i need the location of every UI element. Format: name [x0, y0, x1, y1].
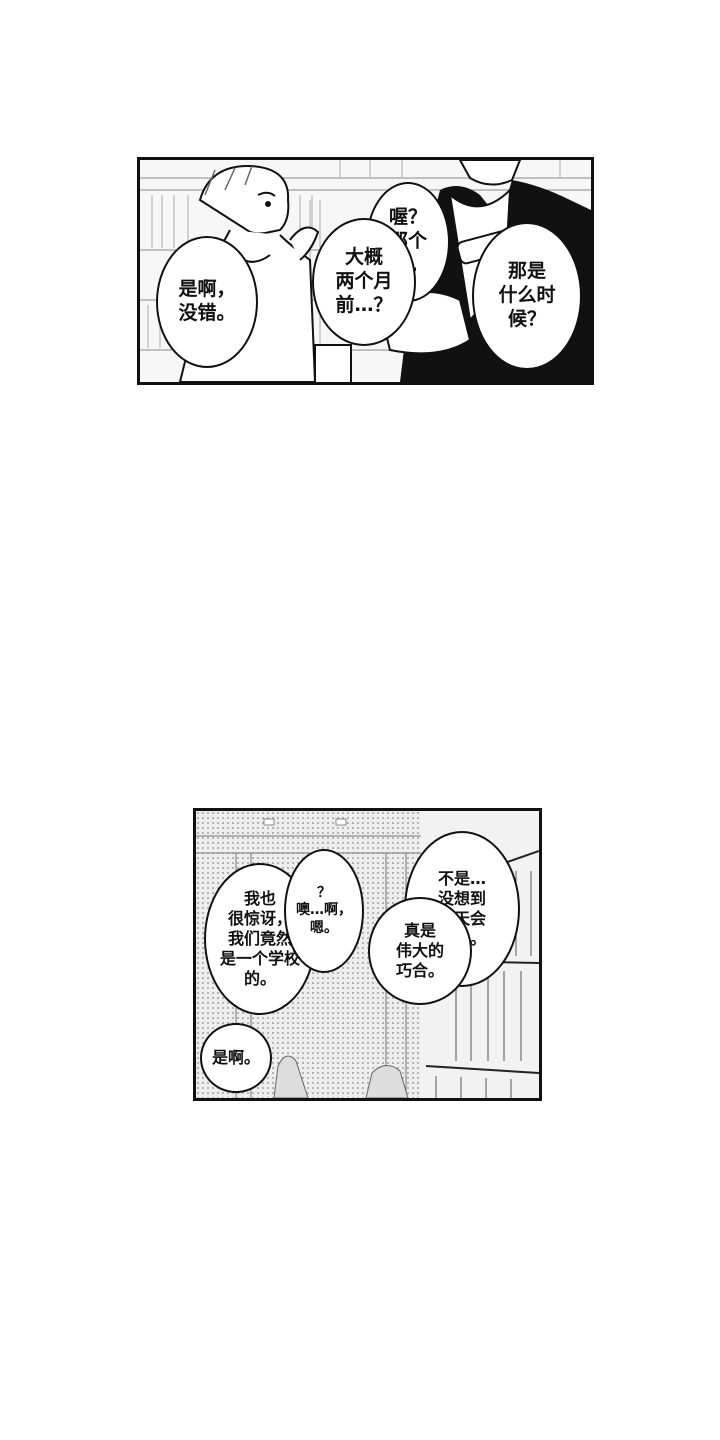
speech-bubble: 是啊， 没错。	[156, 236, 258, 368]
speech-bubble: 那是 什么时 候？	[472, 222, 582, 370]
speech-bubble: 真是 伟大的 巧合。	[368, 897, 472, 1005]
speech-bubble: 是啊。	[200, 1023, 272, 1093]
comic-panel-2: 我也 很惊讶， 我们竟然 是一个学校 的。 ？ 噢…啊， 嗯。 不是… 没想到 …	[193, 808, 542, 1101]
speech-bubble: 大概 两个月 前…？	[312, 218, 416, 346]
comic-panel-1: 是啊， 没错。 喔？ 那个 … 大概 两个月 前…？ 那是 什么时 候？	[137, 157, 594, 385]
speech-bubble: ？ 噢…啊， 嗯。	[284, 849, 364, 973]
